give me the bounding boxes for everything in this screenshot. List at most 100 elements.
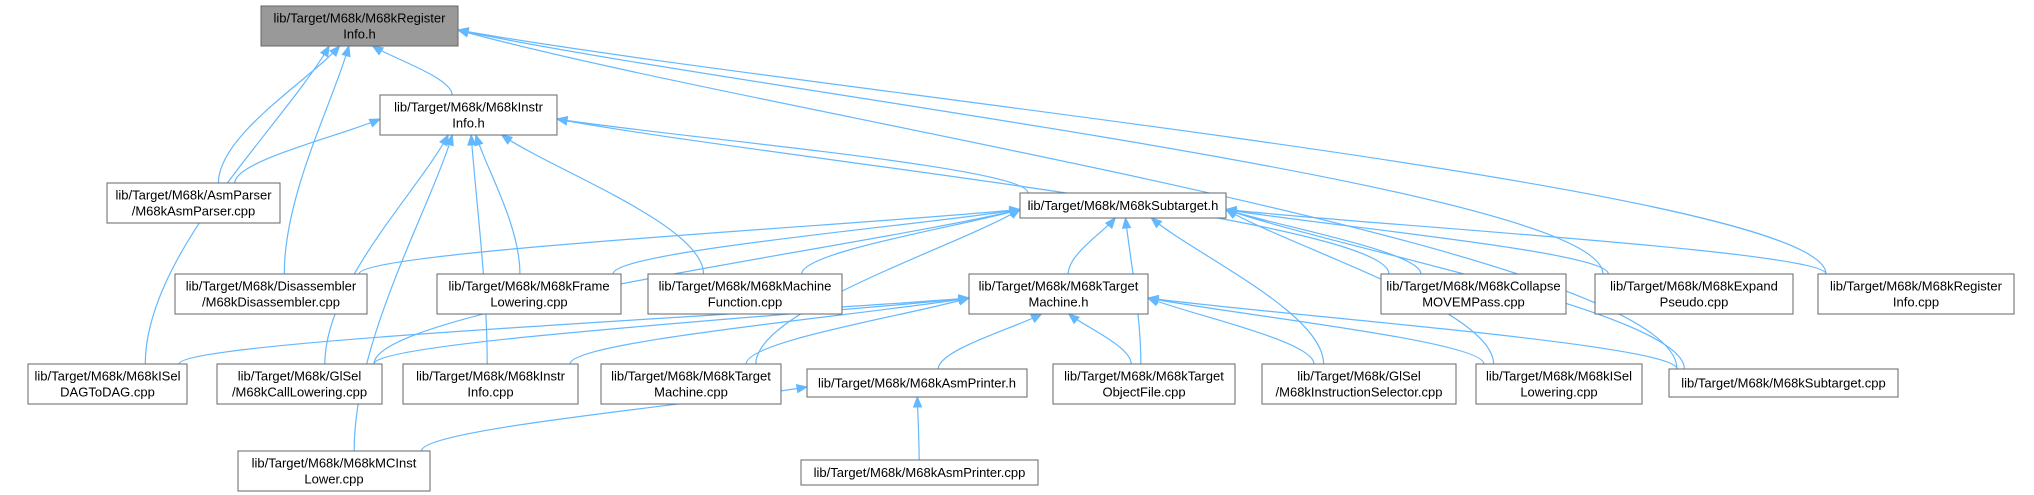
node-asmprinterh[interactable]: lib/Target/M68k/M68kAsmPrinter.h	[806, 368, 1028, 398]
node-calllow[interactable]: lib/Target/M68k/GlSel/M68kCallLowering.c…	[216, 363, 383, 405]
node-box[interactable]	[800, 459, 1039, 486]
edge-line	[501, 134, 705, 275]
node-label-line: lib/Target/M68k/M68kAsmPrinter.cpp	[814, 465, 1026, 480]
edge-arrowhead	[329, 44, 341, 58]
edge-line	[745, 297, 970, 365]
node-subtargetcpp[interactable]: lib/Target/M68k/M68kSubtarget.cpp	[1668, 368, 1899, 398]
edge-arrowhead	[1224, 208, 1238, 218]
node-disasm[interactable]: lib/Target/M68k/Disassembler/M68kDisasse…	[174, 273, 368, 315]
node-box[interactable]	[1668, 368, 1899, 398]
node-label-line: lib/Target/M68k/Disassembler	[186, 279, 357, 294]
node-label-line: Lowering.cpp	[490, 295, 567, 310]
edge-line	[612, 208, 1021, 275]
edge-line	[283, 45, 350, 275]
edge-line	[373, 297, 970, 365]
nodes-layer: lib/Target/M68k/M68kRegisterInfo.hlib/Ta…	[27, 5, 2015, 492]
node-box[interactable]	[237, 450, 431, 492]
node-asmprintercpp[interactable]: lib/Target/M68k/M68kAsmPrinter.cpp	[800, 459, 1039, 486]
node-label-line: Lower.cpp	[304, 472, 363, 487]
node-box[interactable]	[1052, 363, 1236, 405]
node-collapse[interactable]: lib/Target/M68k/M68kCollapseMOVEMPass.cp…	[1380, 273, 1567, 315]
node-label-line: lib/Target/M68k/M68kRegister	[274, 11, 447, 26]
node-box[interactable]	[402, 363, 579, 405]
node-asmparser[interactable]: lib/Target/M68k/AsmParser/M68kAsmParser.…	[106, 182, 281, 224]
node-label-line: lib/Target/M68k/M68kISel	[35, 369, 181, 384]
edge-targetcpp-to-subtargeth	[755, 208, 1022, 365]
edge-arrowhead	[1067, 313, 1080, 325]
edge-line	[1225, 208, 1609, 275]
node-label-line: lib/Target/M68k/M68kInstr	[394, 100, 544, 115]
node-label-line: Info.cpp	[1893, 295, 1939, 310]
node-box[interactable]	[600, 363, 782, 405]
edge-arrowhead	[368, 118, 382, 128]
node-instsel[interactable]: lib/Target/M68k/GlSel/M68kInstructionSel…	[1261, 363, 1457, 405]
node-box[interactable]	[1475, 363, 1643, 405]
edge-line	[372, 45, 453, 96]
edge-line	[1147, 297, 1678, 370]
node-box[interactable]	[174, 273, 368, 315]
node-box[interactable]	[436, 273, 622, 315]
edge-subtargetcpp-to-regh	[456, 28, 1678, 370]
node-label-line: Machine.h	[1029, 295, 1089, 310]
node-label-line: lib/Target/M68k/GlSel	[238, 369, 362, 384]
edge-line	[457, 29, 1678, 370]
edge-line	[556, 118, 1029, 194]
node-label-line: lib/Target/M68k/M68kTarget	[611, 369, 771, 384]
edge-arrowhead	[341, 44, 351, 58]
edge-arrowhead	[1030, 313, 1043, 324]
node-label-line: Lowering.cpp	[1520, 385, 1597, 400]
node-box[interactable]	[968, 273, 1149, 315]
edge-arrowhead	[795, 384, 809, 394]
node-subtargeth[interactable]: lib/Target/M68k/M68kSubtarget.h	[1019, 192, 1227, 219]
node-label-line: lib/Target/M68k/M68kExpand	[1610, 279, 1778, 294]
edge-line	[470, 134, 488, 365]
node-box[interactable]	[1261, 363, 1457, 405]
edge-arrowhead	[1121, 216, 1132, 229]
node-label-line: /M68kAsmParser.cpp	[132, 204, 256, 219]
edge-frame-to-subtargeth	[612, 206, 1022, 275]
node-label-line: lib/Target/M68k/M68kRegister	[1830, 279, 2003, 294]
node-box[interactable]	[1380, 273, 1567, 315]
node-label-line: Info.cpp	[467, 385, 513, 400]
edge-asmprinterh-to-targeth	[937, 313, 1043, 370]
edge-arrowhead	[1150, 217, 1163, 229]
edge-line	[1150, 217, 1325, 365]
edge-arrowhead	[467, 133, 477, 146]
edge-line	[1225, 208, 1827, 275]
node-label-line: lib/Target/M68k/GlSel	[1297, 369, 1421, 384]
node-label-line: lib/Target/M68k/M68kSubtarget.cpp	[1681, 376, 1886, 391]
edge-arrowhead	[474, 133, 484, 147]
node-box[interactable]	[806, 368, 1028, 398]
edge-line	[1147, 297, 1485, 365]
node-label-line: lib/Target/M68k/AsmParser	[115, 188, 272, 203]
node-box[interactable]	[27, 363, 188, 405]
node-label-line: lib/Target/M68k/M68kTarget	[1064, 369, 1224, 384]
edge-arrowhead	[1104, 216, 1117, 230]
node-box[interactable]	[379, 94, 558, 136]
node-box[interactable]	[260, 5, 459, 47]
node-box[interactable]	[1817, 273, 2015, 315]
node-box[interactable]	[647, 273, 843, 315]
edge-arrowhead	[500, 134, 514, 145]
node-box[interactable]	[216, 363, 383, 405]
node-box[interactable]	[1594, 273, 1794, 315]
edge-subtargetcpp-to-targeth	[1146, 294, 1678, 370]
edge-line	[234, 118, 381, 184]
node-box[interactable]	[1019, 192, 1227, 219]
edge-line	[358, 208, 1021, 275]
node-box[interactable]	[106, 182, 281, 224]
